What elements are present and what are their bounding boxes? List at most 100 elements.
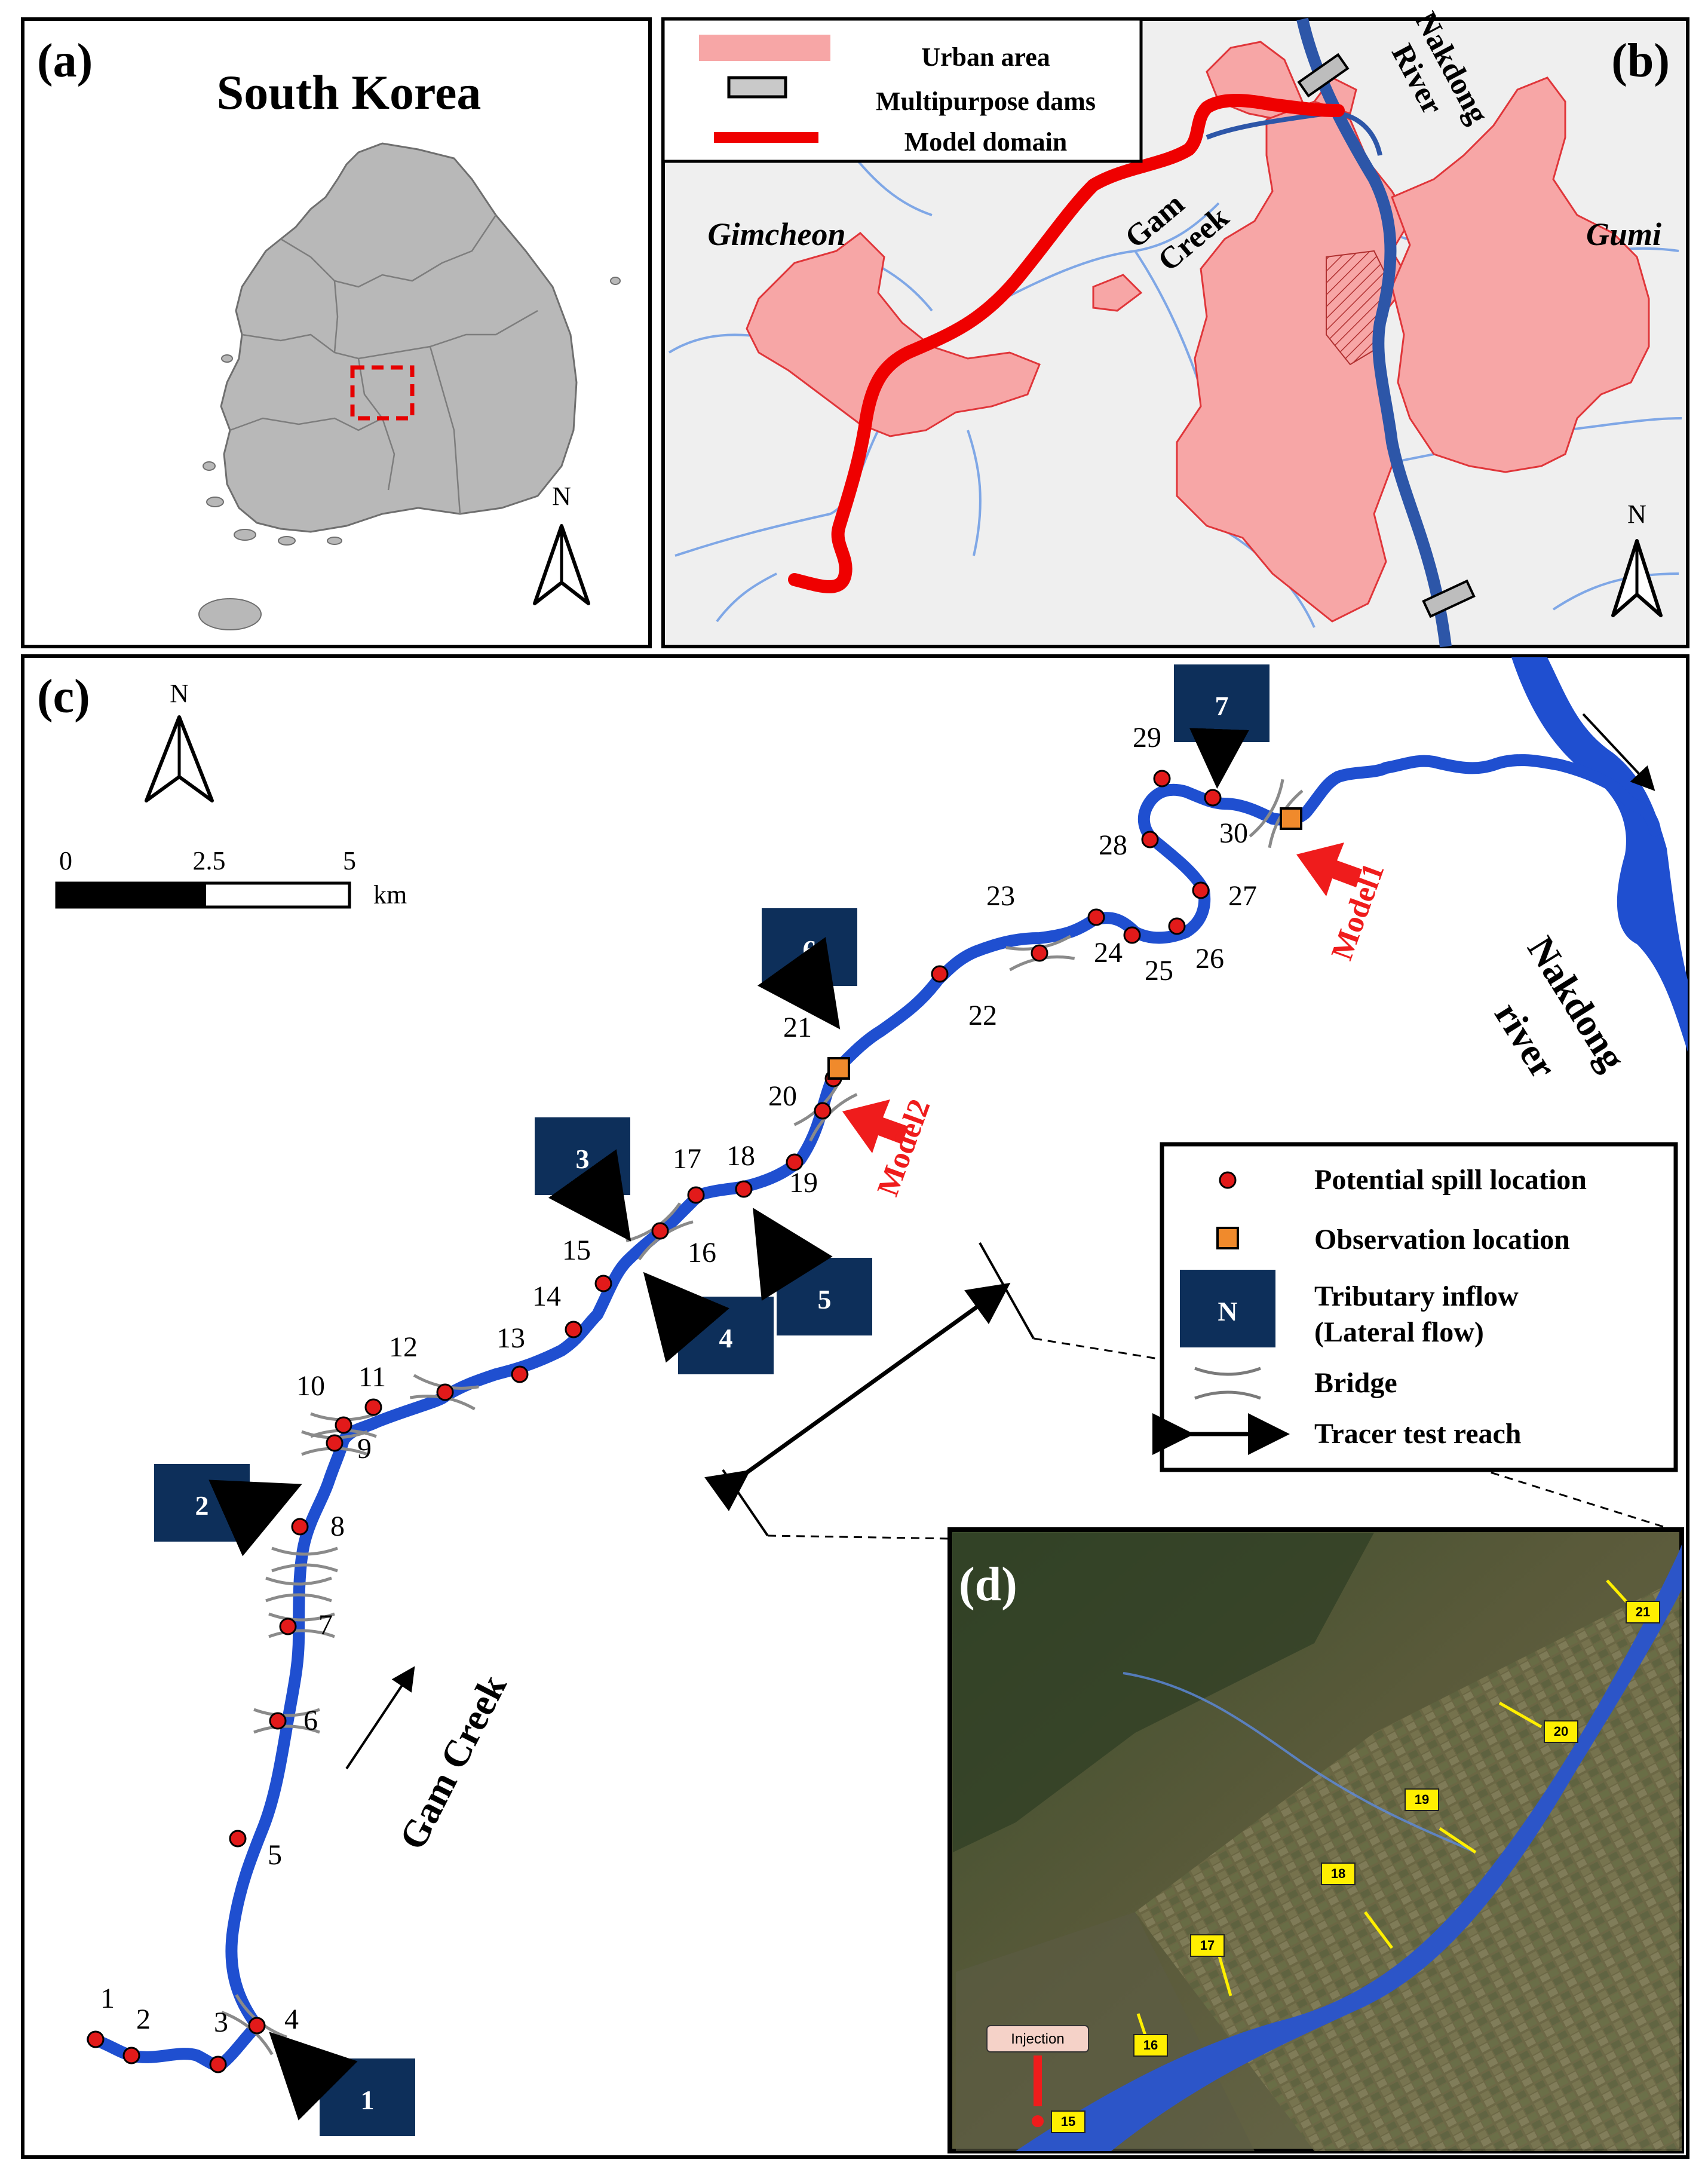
svg-text:6: 6 — [803, 935, 817, 965]
tributary-6: 6 — [757, 908, 857, 1030]
creek-flow-arrow — [345, 1666, 415, 1770]
spill-number: 25 — [1145, 955, 1173, 987]
panel-d: 15 16 17 18 19 20 21 Injection (d) — [947, 1527, 1684, 2153]
study-area-box — [350, 365, 415, 421]
svg-text:0: 0 — [59, 846, 72, 875]
observation-model2 — [827, 1057, 850, 1080]
spill-point — [209, 2055, 227, 2073]
spill-point — [1204, 789, 1222, 807]
spill-point — [364, 1398, 382, 1416]
north-arrow-c: N — [145, 679, 214, 802]
spill-number: 17 — [673, 1143, 701, 1175]
svg-text:Urban area: Urban area — [921, 42, 1050, 72]
panel-b-label: (b) — [1611, 35, 1670, 87]
svg-text:Multipurpose dams: Multipurpose dams — [876, 87, 1096, 116]
spill-number: 28 — [1099, 829, 1127, 861]
label-gumi: Gumi — [1586, 216, 1661, 252]
injection-marker: Injection — [986, 2025, 1089, 2127]
spill-point — [436, 1383, 454, 1401]
spill-point — [122, 2047, 140, 2064]
spill-point — [565, 1321, 582, 1338]
svg-text:N: N — [1218, 1296, 1237, 1327]
spill-number: 9 — [357, 1433, 372, 1465]
spill-point — [651, 1222, 669, 1240]
svg-text:N: N — [170, 679, 189, 708]
svg-text:Bridge: Bridge — [1314, 1367, 1397, 1399]
svg-text:7: 7 — [1215, 691, 1229, 721]
spill-number: 5 — [268, 1839, 282, 1871]
svg-text:17: 17 — [1200, 1938, 1215, 1953]
spill-point — [1168, 917, 1186, 935]
panel-b: Urban area Multipurpose dams Model domai… — [661, 7, 1689, 648]
bridge-icon — [265, 1576, 332, 1603]
spill-point — [594, 1275, 612, 1292]
north-arrow-a: N — [533, 482, 590, 605]
svg-text:19: 19 — [1415, 1792, 1429, 1807]
spill-number: 1 — [100, 1983, 115, 2014]
svg-text:Tracer test reach: Tracer test reach — [1314, 1418, 1522, 1450]
spill-point — [814, 1102, 832, 1120]
svg-text:4: 4 — [719, 1323, 733, 1353]
spill-number: 8 — [330, 1511, 345, 1542]
svg-text:18: 18 — [1331, 1866, 1345, 1881]
spill-number: 29 — [1133, 722, 1161, 753]
spill-point — [1153, 770, 1171, 788]
spill-number: 13 — [496, 1322, 525, 1354]
spill-point — [229, 1830, 247, 1848]
spill-number: 20 — [768, 1080, 797, 1112]
spill-number: 26 — [1195, 943, 1224, 975]
label-gimcheon: Gimcheon — [707, 216, 845, 252]
svg-text:N: N — [1627, 500, 1646, 529]
spill-point — [87, 2030, 105, 2048]
spill-point — [269, 1712, 287, 1730]
korea-islands — [198, 277, 621, 630]
spill-point — [786, 1153, 804, 1171]
svg-text:(Lateral flow): (Lateral flow) — [1314, 1316, 1484, 1348]
spill-point — [279, 1618, 297, 1635]
svg-text:3: 3 — [576, 1144, 590, 1174]
svg-text:5: 5 — [343, 846, 356, 875]
spill-point — [248, 2017, 266, 2035]
svg-text:Potential spill location: Potential spill location — [1314, 1164, 1587, 1196]
panel-a: (a) South Korea N — [21, 17, 652, 648]
tributary-2: 2 — [154, 1464, 302, 1557]
urban-areas — [746, 41, 1650, 623]
svg-text:15: 15 — [1061, 2114, 1075, 2129]
section-labels: 15 16 17 18 19 20 21 — [1051, 1601, 1660, 2133]
spill-number: 12 — [389, 1331, 418, 1363]
tributary-3: 3 — [535, 1117, 631, 1242]
spill-number: 18 — [726, 1140, 755, 1172]
korea-provinces — [229, 215, 538, 514]
svg-text:N: N — [552, 482, 571, 511]
bridge-icon — [253, 1708, 320, 1734]
svg-text:Observation location: Observation location — [1314, 1224, 1570, 1255]
svg-text:km: km — [373, 880, 407, 909]
panel-c-label: (c) — [37, 670, 90, 723]
svg-text:20: 20 — [1554, 1724, 1568, 1739]
north-arrow-b: N — [1611, 500, 1663, 617]
svg-text:Injection: Injection — [1011, 2031, 1064, 2047]
panel-a-label: (a) — [37, 35, 93, 87]
spill-number: 7 — [318, 1609, 333, 1641]
korea-map — [220, 142, 578, 533]
spill-number: 30 — [1219, 817, 1248, 849]
spill-point — [511, 1365, 529, 1383]
spill-point — [326, 1434, 344, 1452]
spill-number: 22 — [968, 1000, 997, 1031]
spill-point — [1141, 831, 1159, 848]
spill-number: 23 — [986, 880, 1015, 912]
svg-text:5: 5 — [818, 1284, 832, 1315]
spill-number: 27 — [1228, 880, 1257, 912]
spill-number: 19 — [789, 1167, 818, 1199]
nakdong-river — [1296, 17, 1452, 648]
spill-number: 3 — [214, 2006, 228, 2038]
spill-point — [1031, 944, 1048, 962]
tributary-1: 1 — [269, 2032, 415, 2136]
spill-point — [687, 1186, 705, 1204]
spill-number: 10 — [296, 1370, 325, 1402]
spill-number: 11 — [358, 1361, 386, 1393]
tracer-reach — [704, 1242, 1673, 1540]
nakdong-river-c — [1511, 657, 1688, 1052]
spill-point — [1123, 926, 1141, 944]
